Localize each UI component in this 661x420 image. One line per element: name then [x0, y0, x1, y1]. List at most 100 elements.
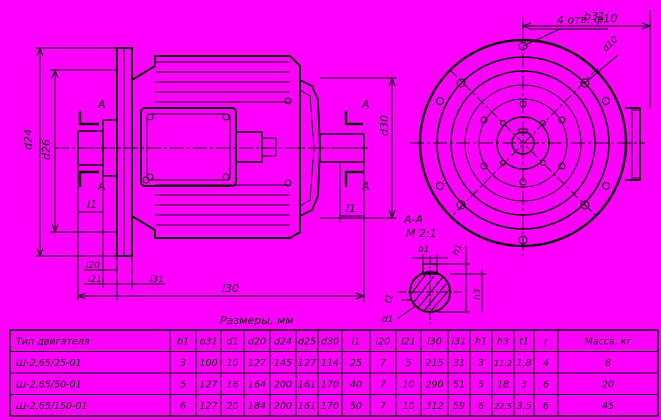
table-cell: 18 — [497, 380, 509, 391]
table-cell: 40 — [350, 380, 362, 391]
table-cell: 7 — [380, 358, 386, 369]
table-cell: 114 — [321, 358, 339, 369]
table-cell: 45 — [602, 401, 614, 412]
label-d24: d24 — [22, 129, 35, 150]
table-cell: 11,2 — [494, 359, 512, 368]
side-view — [36, 46, 396, 302]
table-cell: 7 — [380, 401, 386, 412]
table-cell: 164 — [248, 380, 266, 391]
table-cell: 127 — [199, 401, 217, 412]
labels: 4 отв. ф10 b31 d10 d24 d26 d30 l1 l1 l20… — [22, 10, 620, 327]
front-lug — [625, 107, 641, 181]
table-header-cell: b1 — [177, 337, 189, 348]
table-header-cell: l20 — [376, 337, 391, 348]
table-cell: 31 — [453, 358, 465, 369]
table-header-cell: d20 — [248, 337, 266, 348]
table-header-cell: d30 — [321, 337, 339, 348]
cooling-fins — [155, 61, 290, 226]
label-l30: l30 — [222, 282, 239, 295]
table-cell: 5 — [405, 358, 411, 369]
label-hole-note: 4 отв. ф10 — [557, 12, 618, 27]
table-cell: 10 — [402, 401, 414, 412]
table-cell: Ш-2,65/25-01 — [16, 358, 82, 369]
dim-d30 — [320, 76, 396, 220]
label-dims-caption: Размеры, мм — [220, 314, 294, 327]
table-cell: 7 — [380, 380, 386, 391]
table-cell: 200 — [274, 401, 292, 412]
table-cell: 20 — [602, 380, 614, 391]
table-cell: 3 — [521, 380, 527, 391]
table-header-cell: Масса, кг — [584, 337, 632, 348]
table-cell: 3,5 — [516, 401, 531, 412]
table-cell: 145 — [274, 358, 292, 369]
table-cell: 100 — [199, 358, 217, 369]
label-l21: l21 — [88, 275, 102, 285]
front-view — [410, 10, 652, 258]
table-cell: 200 — [274, 380, 292, 391]
table-cell: 16 — [226, 380, 238, 391]
table-cell: 6 — [543, 380, 549, 391]
label-sec-d1: d1 — [382, 315, 393, 325]
label-d10: d10 — [601, 35, 620, 54]
table-cell: 8 — [605, 358, 611, 369]
table-cell: 10 — [226, 358, 238, 369]
label-l20: l20 — [86, 261, 100, 271]
table-cell: 1,8 — [516, 358, 531, 369]
table-cell: 3 — [180, 358, 186, 369]
table-cell: 51 — [453, 380, 465, 391]
terminal-box — [140, 107, 237, 187]
label-section-a-right-bottom: A — [361, 180, 370, 193]
label-l1-right: l1 — [346, 202, 356, 215]
dim-l30 — [76, 162, 366, 302]
table-cell: 22,5 — [494, 402, 512, 411]
table-cell: 184 — [248, 401, 266, 412]
table-cell: 3 — [478, 358, 484, 369]
table-header-cell: r — [544, 337, 549, 348]
dim-l20-l21-l31 — [77, 165, 165, 300]
label-section-a-left-top: A — [97, 98, 106, 111]
table-cell: 20 — [226, 401, 238, 412]
table-header-cell: d24 — [274, 337, 292, 348]
label-section-a-right-top: A — [361, 98, 370, 111]
label-section-scale: M 2:1 — [406, 227, 437, 240]
table-cell: 127 — [248, 358, 266, 369]
label-l31: l31 — [150, 275, 164, 285]
table-cell: Ш-2,65/150-01 — [16, 401, 88, 412]
label-sec-h3: h3 — [473, 288, 483, 300]
table-header-cell: l21 — [401, 337, 416, 348]
table-header-cell: h3 — [497, 337, 509, 348]
table-cell: 10 — [402, 380, 414, 391]
table-cell: 6 — [478, 401, 484, 412]
table-cell: 312 — [425, 401, 443, 412]
label-sec-b1: b1 — [418, 245, 429, 255]
table-cell: 161 — [298, 380, 316, 391]
table-cell: 170 — [321, 380, 339, 391]
label-section-title: A-A — [403, 213, 423, 226]
section-aa — [397, 246, 486, 324]
table-cell: 59 — [453, 401, 465, 412]
table-cell: 215 — [425, 358, 443, 369]
table-header-cell: h1 — [475, 337, 487, 348]
label-section-a-left-bottom: A — [97, 180, 106, 193]
cable-gland — [235, 131, 263, 163]
table-cell: 6 — [180, 401, 186, 412]
table-cell: 290 — [425, 380, 443, 391]
table-cell: 170 — [321, 401, 339, 412]
table-header-cell: d25 — [298, 337, 316, 348]
table-header-cell: Тип двигателя — [16, 337, 90, 348]
table-header-cell: l1 — [352, 337, 361, 348]
table-header-cell: t1 — [519, 337, 529, 348]
table-header-cell: b31 — [199, 337, 217, 348]
label-sec-t1: t1 — [383, 293, 396, 305]
table-cell: 161 — [298, 401, 316, 412]
table-header-cell: l30 — [427, 337, 442, 348]
table-cell: 50 — [350, 401, 362, 412]
table-cell: 6 — [543, 401, 549, 412]
label-l1-left: l1 — [87, 198, 97, 211]
table-cell: 127 — [199, 380, 217, 391]
table-cell: 5 — [180, 380, 186, 391]
table-header-cell: l31 — [452, 337, 467, 348]
label-d30: d30 — [378, 115, 391, 136]
